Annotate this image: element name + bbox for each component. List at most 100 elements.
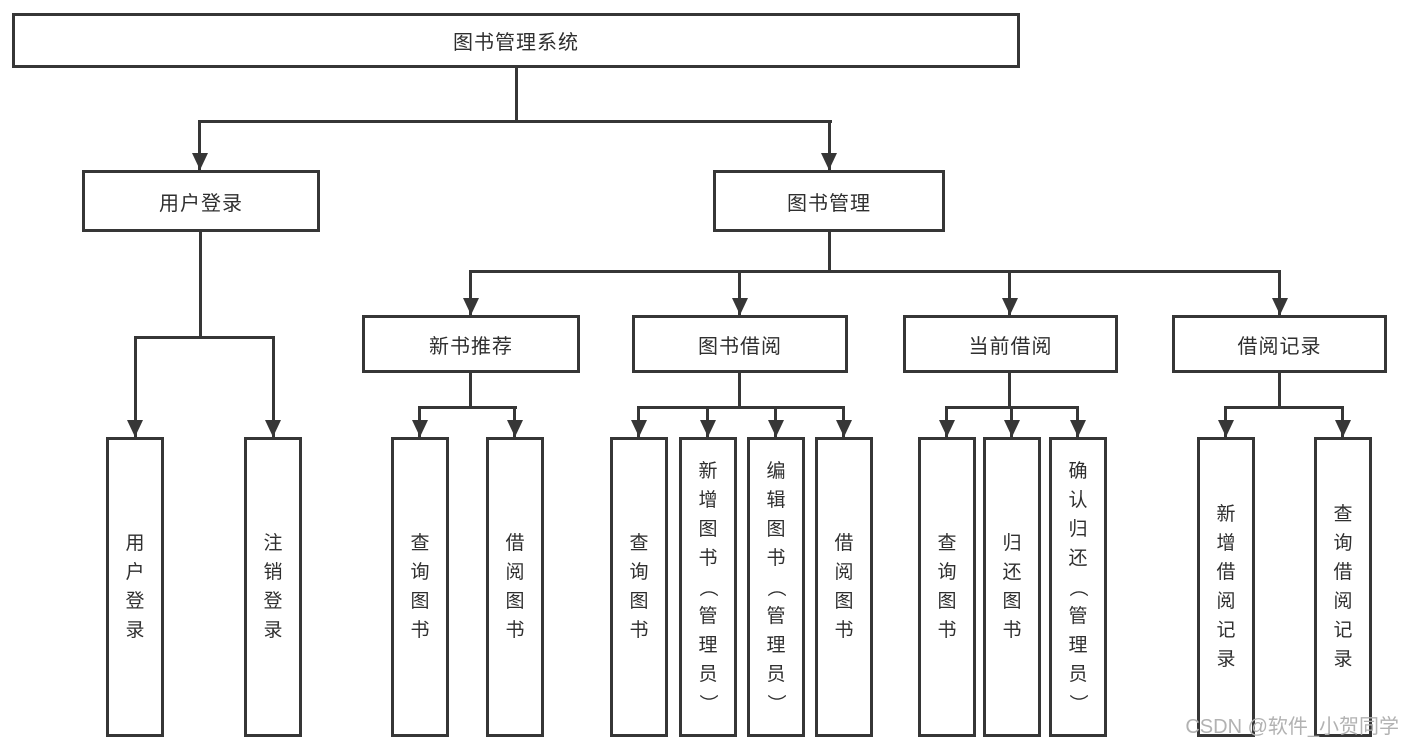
leaf-label-char: 录 (125, 620, 145, 641)
leaf-label-char: 书 (766, 547, 786, 569)
leaf-label-char: 询 (937, 562, 957, 583)
connector-vline (469, 373, 472, 406)
leaf-label-char: 查 (937, 533, 957, 554)
leaf-label: 新增借阅记录 (1216, 505, 1235, 669)
leaf-label-char: ） (1067, 693, 1089, 713)
leaf-label: 查询图书 (937, 534, 956, 640)
leaf-label-char: 阅 (1216, 591, 1236, 612)
leaf-label-char: 书 (698, 547, 718, 569)
connector-arrowhead-down (507, 420, 523, 437)
connector-arrowhead-down (192, 153, 208, 170)
leaf-label-char: 借 (1333, 562, 1353, 583)
connector-hline (1224, 406, 1344, 409)
leaf-label-char: 询 (1333, 533, 1353, 554)
leaf-label-char: 阅 (505, 562, 525, 583)
connector-arrowhead-down (265, 420, 281, 437)
connector-vline (828, 232, 831, 273)
leaf-label-char: 录 (1333, 649, 1353, 670)
leaf-label-char: 管 (766, 605, 786, 627)
connector-arrowhead-down (1335, 420, 1351, 437)
leaf-query-books-borrowing: 查询图书 (610, 437, 668, 737)
leaf-label-char: 归 (1002, 533, 1022, 554)
leaf-label-char: 书 (505, 620, 525, 641)
connector-arrowhead-down (127, 420, 143, 437)
node-borrowing-records: 借阅记录 (1172, 315, 1387, 373)
leaf-label-char: 认 (1068, 489, 1088, 511)
leaf-label-char: 辑 (766, 489, 786, 511)
leaf-label-char: 记 (1333, 620, 1353, 641)
leaf-label-char: 借 (834, 533, 854, 554)
leaf-label: 确认归还（管理员） (1067, 460, 1089, 713)
leaf-label: 用户登录 (125, 534, 144, 640)
connector-arrowhead-down (768, 420, 784, 437)
leaf-label: 借阅图书 (505, 534, 524, 640)
connector-arrowhead-down (412, 420, 428, 437)
leaf-label-char: 书 (410, 620, 430, 641)
leaf-query-borrow-record: 查询借阅记录 (1314, 437, 1372, 737)
leaf-label: 借阅图书 (834, 534, 853, 640)
node-label: 图书借阅 (698, 335, 782, 358)
leaf-label-char: （ (1067, 577, 1089, 597)
leaf-label: 查询图书 (410, 534, 429, 640)
leaf-add-borrow-record: 新增借阅记录 (1197, 437, 1255, 737)
leaf-label-char: 图 (410, 591, 430, 612)
leaf-borrow-books-recommend: 借阅图书 (486, 437, 544, 737)
leaf-label-char: 理 (1068, 634, 1088, 656)
connector-arrowhead-down (463, 298, 479, 315)
connector-vline (828, 120, 831, 170)
node-new-book-recommendation: 新书推荐 (362, 315, 580, 373)
leaf-label-char: 图 (766, 518, 786, 540)
connector-hline (418, 406, 517, 409)
connector-vline (1008, 373, 1011, 406)
leaf-label-char: 询 (410, 562, 430, 583)
connector-vline (134, 336, 137, 437)
leaf-label: 归还图书 (1002, 534, 1021, 640)
connector-vline (469, 270, 472, 315)
leaf-label-char: 员 (698, 663, 718, 685)
leaf-label-char: 理 (698, 634, 718, 656)
connector-arrowhead-down (836, 420, 852, 437)
leaf-logout: 注销登录 (244, 437, 302, 737)
leaf-label-char: 编 (766, 460, 786, 482)
node-library-management-system: 图书管理系统 (12, 13, 1020, 68)
connector-arrowhead-down (631, 420, 647, 437)
leaf-label-char: 询 (629, 562, 649, 583)
node-label: 新书推荐 (429, 335, 513, 358)
leaf-label-char: 用 (125, 533, 145, 554)
leaf-edit-books-admin: 编辑图书（管理员） (747, 437, 805, 737)
connector-vline (1008, 270, 1011, 315)
leaf-label-char: 书 (937, 620, 957, 641)
leaf-label-char: 书 (1002, 620, 1022, 641)
leaf-label-char: 借 (1216, 562, 1236, 583)
leaf-label-char: 归 (1068, 518, 1088, 540)
leaf-label-char: 确 (1068, 460, 1088, 482)
connector-vline (198, 120, 201, 170)
leaf-label-char: ） (765, 693, 787, 713)
leaf-label-char: 图 (629, 591, 649, 612)
leaf-label-char: （ (765, 577, 787, 597)
node-user-login: 用户登录 (82, 170, 320, 232)
leaf-label-char: 管 (1068, 605, 1088, 627)
connector-hline (134, 336, 275, 339)
connector-arrowhead-down (1218, 420, 1234, 437)
leaf-label-char: 新 (698, 460, 718, 482)
leaf-label-char: 书 (629, 620, 649, 641)
leaf-label-char: 查 (1333, 504, 1353, 525)
connector-vline (1278, 373, 1281, 406)
connector-arrowhead-down (732, 298, 748, 315)
connector-arrowhead-down (1004, 420, 1020, 437)
leaf-return-books: 归还图书 (983, 437, 1041, 737)
leaf-label-char: 录 (263, 620, 283, 641)
leaf-label-char: 理 (766, 634, 786, 656)
leaf-label-char: 增 (1216, 533, 1236, 554)
leaf-label: 新增图书（管理员） (697, 460, 718, 713)
connector-arrowhead-down (821, 153, 837, 170)
leaf-label-char: 图 (505, 591, 525, 612)
leaf-label-char: 管 (698, 605, 718, 627)
connector-hline (469, 270, 1281, 273)
leaf-borrow-books: 借阅图书 (815, 437, 873, 737)
leaf-label: 查询借阅记录 (1333, 505, 1352, 669)
leaf-label-char: 查 (410, 533, 430, 554)
leaf-label-char: 查 (629, 533, 649, 554)
